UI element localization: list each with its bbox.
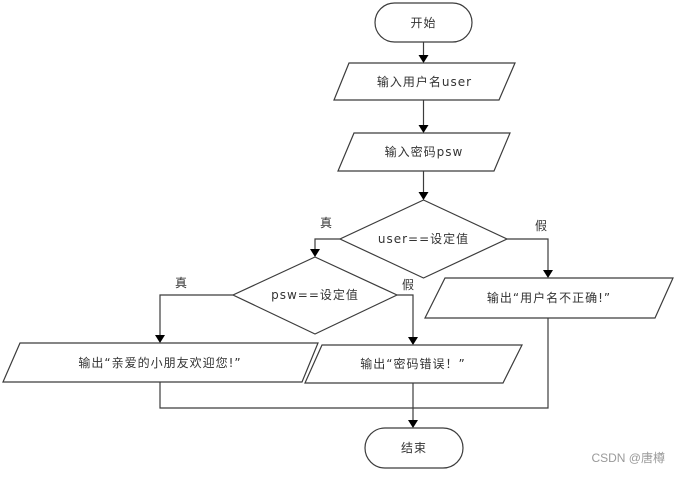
end-text: 结束 — [401, 441, 427, 455]
out-welcome-shape — [2, 342, 319, 383]
node-input-psw: 输入密码psw — [337, 132, 511, 172]
node-out-psw-wrong: 输出“密码错误！” — [304, 344, 523, 384]
node-out-welcome: 输出“亲爱的小朋友欢迎您!” — [2, 342, 319, 383]
check-user-text: user==设定值 — [378, 231, 469, 246]
check-psw-text: psw==设定值 — [271, 287, 359, 302]
node-out-user-wrong: 输出“用户名不正确!” — [424, 277, 674, 319]
arrowhead-icon — [310, 249, 320, 257]
input-psw-shape — [337, 132, 511, 172]
start-text: 开始 — [410, 16, 436, 30]
out-user-wrong-shape — [424, 277, 674, 319]
arrowhead-icon — [408, 420, 418, 428]
label-psw-true: 真 — [175, 276, 187, 290]
arrowhead-icon — [155, 335, 165, 343]
out-psw-wrong-shape — [304, 344, 523, 384]
arrowhead-icon — [408, 337, 418, 345]
out-psw-wrong-text: 输出“密码错误！” — [360, 356, 465, 371]
watermark: CSDN @唐樽 — [591, 451, 665, 465]
end-terminator-shape — [364, 427, 464, 469]
edge-merge-to-end — [159, 318, 549, 409]
label-user-true: 真 — [320, 216, 332, 230]
node-start: 开始 — [374, 2, 473, 43]
node-end: 结束 — [364, 427, 464, 469]
arrowhead-icon — [418, 125, 429, 133]
out-user-wrong-text: 输出“用户名不正确!” — [487, 290, 611, 305]
edge-check-user-true — [314, 238, 340, 250]
node-check-user: user==设定值 — [338, 199, 509, 279]
node-check-psw: psw==设定值 — [231, 256, 399, 335]
input-psw-text: 输入密码psw — [385, 144, 464, 159]
arrowhead-icon — [418, 192, 429, 200]
check-psw-diamond — [231, 256, 399, 335]
label-user-false: 假 — [535, 219, 547, 233]
input-user-text: 输入用户名user — [377, 74, 472, 89]
arrowhead-icon — [418, 55, 429, 63]
check-user-diamond — [338, 199, 509, 279]
node-input-user: 输入用户名user — [333, 62, 516, 101]
arrowhead-icon — [543, 270, 553, 278]
label-psw-false: 假 — [402, 278, 414, 292]
edge-check-user-false — [507, 238, 549, 271]
edge-check-psw-false — [397, 294, 414, 338]
input-user-shape — [333, 62, 516, 101]
out-welcome-text: 输出“亲爱的小朋友欢迎您!” — [78, 355, 241, 370]
edge-check-psw-true — [159, 294, 233, 336]
